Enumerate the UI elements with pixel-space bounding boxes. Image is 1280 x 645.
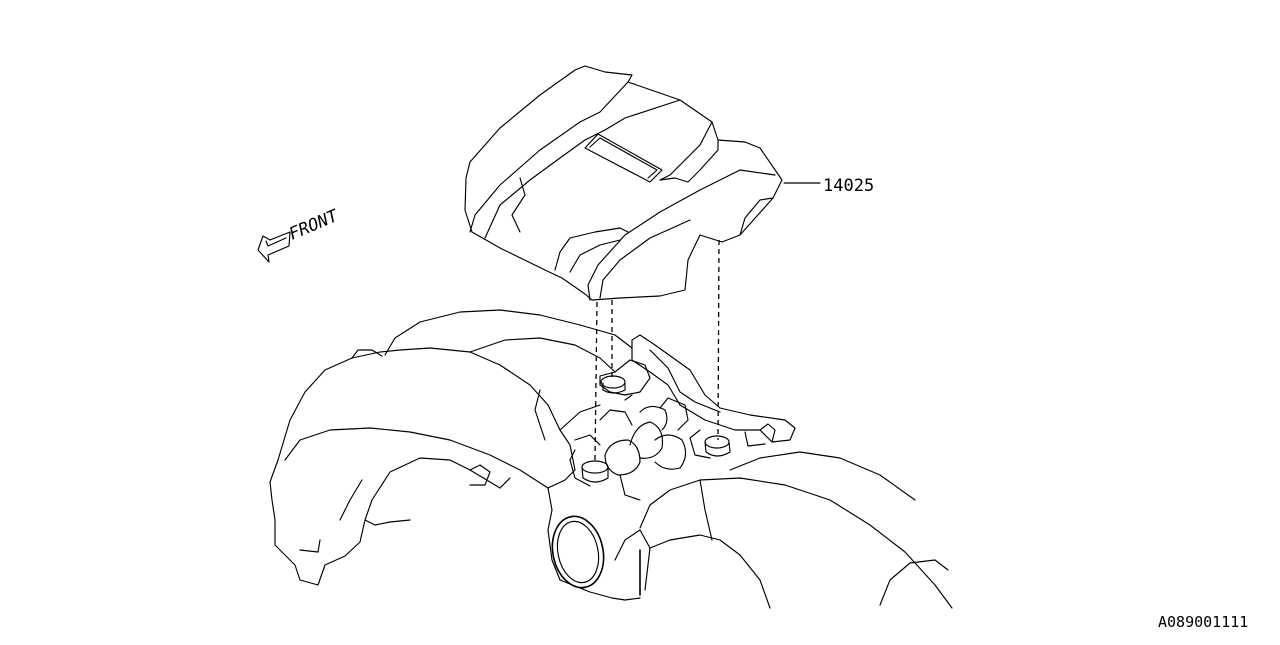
part-number-callout: 14025	[823, 176, 874, 196]
front-arrow-icon	[257, 231, 291, 263]
figure-code: A089001111	[1158, 613, 1248, 631]
engine-cover-part	[464, 65, 783, 301]
front-direction-label: FRONT	[286, 206, 343, 245]
intake-manifold-part	[269, 309, 953, 609]
